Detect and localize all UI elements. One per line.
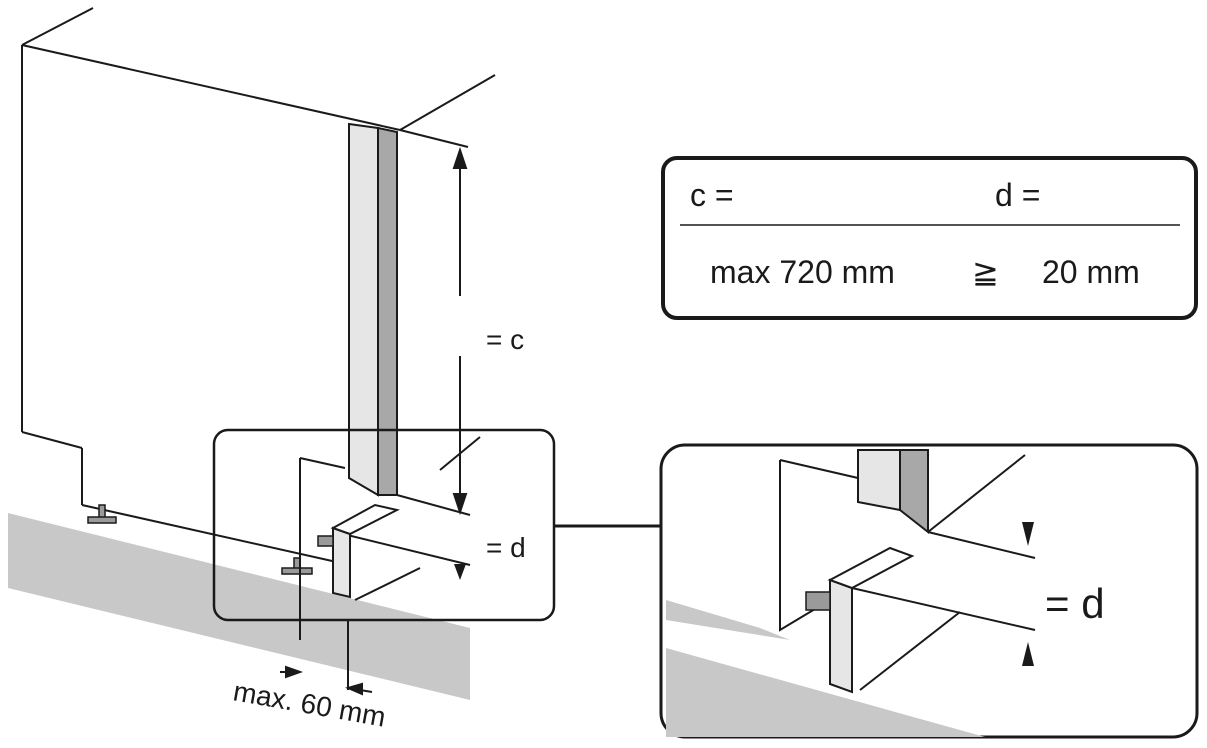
table-value-d: 20 mm (1042, 254, 1140, 290)
zoom-detail (666, 449, 1036, 737)
inset-detail (299, 436, 481, 690)
cabinet-foot (87, 504, 313, 575)
dimension-d-arrow (454, 564, 466, 580)
table-header-c: c = (690, 177, 734, 213)
side-panel (332, 526, 351, 599)
label-d-zoom: = d (1045, 580, 1105, 627)
floor (8, 513, 470, 700)
dimension-60 (280, 665, 373, 696)
table-relation: ≧ (972, 254, 999, 290)
label-d: = d (486, 532, 526, 563)
label-max-60: max. 60 mm (231, 675, 388, 732)
table-value-c: max 720 mm (710, 254, 895, 290)
hinge (317, 535, 334, 547)
dimension-d (334, 494, 471, 566)
label-c: = c (486, 324, 524, 355)
side-panel-top (330, 503, 400, 536)
cabinet (21, 7, 496, 566)
door-strip (348, 122, 398, 497)
table-header-d: d = (995, 177, 1040, 213)
spec-table (661, 156, 1198, 320)
